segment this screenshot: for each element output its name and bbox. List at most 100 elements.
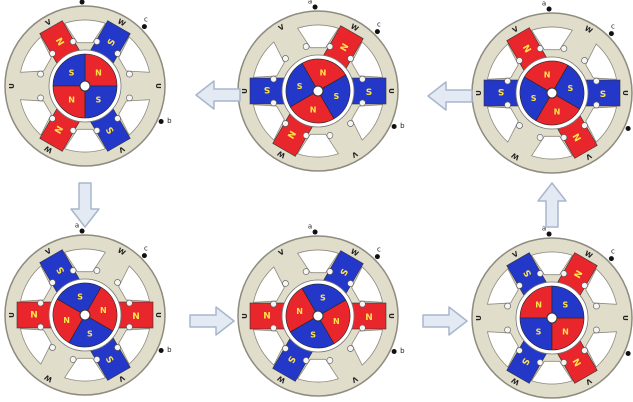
terminal-dot [141, 253, 147, 259]
rotor-sector-north [551, 317, 585, 351]
rotor-sector-label: N [100, 306, 107, 315]
winding-terminal [114, 344, 121, 351]
winding-terminal [114, 279, 121, 286]
stator-slot [296, 24, 340, 49]
terminal-dot [546, 231, 552, 237]
winding-terminal [593, 77, 600, 85]
stator-pole-north: N [16, 301, 52, 329]
terminal-dot [391, 123, 397, 129]
phase-label: U [8, 312, 16, 318]
winding-terminal [37, 94, 44, 102]
phase-label: W [43, 144, 54, 155]
winding-terminal [69, 356, 77, 363]
stator-slot [118, 99, 151, 136]
rotor-sector-north [84, 53, 118, 87]
stator-slot [530, 251, 574, 276]
winding-terminal [347, 120, 354, 127]
phase-label: V [117, 373, 126, 383]
terminal-dot [312, 229, 318, 235]
stator-pole-label: N [522, 42, 534, 54]
winding-terminal [536, 270, 544, 277]
rotor-sector-label: S [531, 94, 537, 103]
winding-terminal [536, 134, 544, 141]
stator-slot [118, 328, 151, 365]
terminal-label: c [144, 244, 148, 252]
rotor-sector-south [301, 283, 347, 317]
rotor-sector-label: S [69, 69, 75, 78]
winding-terminal [282, 345, 289, 352]
terminal-label: c [377, 20, 381, 28]
winding-terminal [516, 57, 523, 64]
phase-label: V [277, 248, 286, 258]
stator-slot [585, 331, 618, 368]
terminal-label: b [167, 117, 172, 125]
stator-slot [252, 329, 285, 366]
winding-terminal [282, 55, 289, 62]
winding-terminal [560, 270, 568, 277]
shaft [312, 85, 324, 97]
winding-terminal [126, 94, 133, 102]
winding-terminal [326, 268, 334, 275]
shaft [312, 310, 324, 322]
phase-label: V [511, 25, 520, 35]
rotor-sector-label: S [320, 294, 326, 303]
rotor-sector-label: N [333, 317, 340, 326]
sequence-arrow-step-6-to-1 [70, 182, 100, 228]
rotor-sector-north [519, 285, 553, 319]
terminal-label: a [542, 0, 546, 7]
winding-terminal [516, 347, 523, 354]
phase-label: V [584, 151, 593, 161]
rotor-sector-label: N [310, 105, 317, 114]
winding-terminal [270, 75, 277, 83]
phase-label: U [241, 88, 249, 94]
winding-terminal [282, 280, 289, 287]
winding-terminal [326, 357, 334, 364]
winding-terminal [560, 45, 568, 52]
stator-pole-label: N [263, 309, 271, 319]
terminal-dot [79, 0, 85, 5]
terminal-label: c [144, 15, 148, 23]
phase-label: W [510, 151, 521, 162]
rotor-sector-south [84, 85, 118, 119]
stator-slot [486, 331, 519, 368]
rotor-sector-label: S [297, 82, 303, 91]
phase-label: W [116, 246, 127, 257]
stator-pole-north: N [249, 302, 285, 330]
winding-terminal [359, 99, 366, 107]
winding-terminal [560, 134, 568, 141]
stator-slot [585, 43, 618, 80]
winding-terminal [126, 70, 133, 78]
winding-terminal [326, 43, 334, 50]
stator-slot [296, 249, 340, 274]
rotor-sector-label: S [333, 92, 339, 101]
rotor-sector-south [519, 317, 553, 351]
winding-terminal [359, 75, 366, 83]
stator-slot [351, 329, 384, 366]
phase-label: U [387, 88, 395, 94]
terminal-label: a [75, 221, 79, 229]
stator-pole-label: N [339, 42, 351, 54]
rotor-sector-south [289, 315, 335, 349]
stator-pole-label: N [570, 132, 582, 144]
winding-terminal [359, 300, 366, 308]
stator-pole-label: N [365, 313, 373, 323]
stator-slot [296, 358, 340, 383]
terminal-dot [625, 350, 631, 356]
terminal-label: b [167, 346, 172, 354]
sequence-arrow-step-1-to-2 [195, 80, 241, 110]
phase-label: W [349, 22, 360, 33]
winding-terminal [93, 38, 101, 45]
motor-steps: SNNSNSNSUVWUVWabcSSNNNSNSUVWUVWabcSSNNNS… [4, 0, 633, 399]
stator-slot [252, 104, 285, 141]
stator-slot [486, 268, 519, 305]
terminal-dot [391, 348, 397, 354]
winding-terminal [593, 101, 600, 109]
winding-terminal [302, 357, 310, 364]
winding-terminal [347, 55, 354, 62]
terminal-label: a [308, 222, 312, 230]
stator-slot [351, 41, 384, 78]
terminal-dot [312, 4, 318, 10]
phase-label: U [154, 312, 162, 318]
